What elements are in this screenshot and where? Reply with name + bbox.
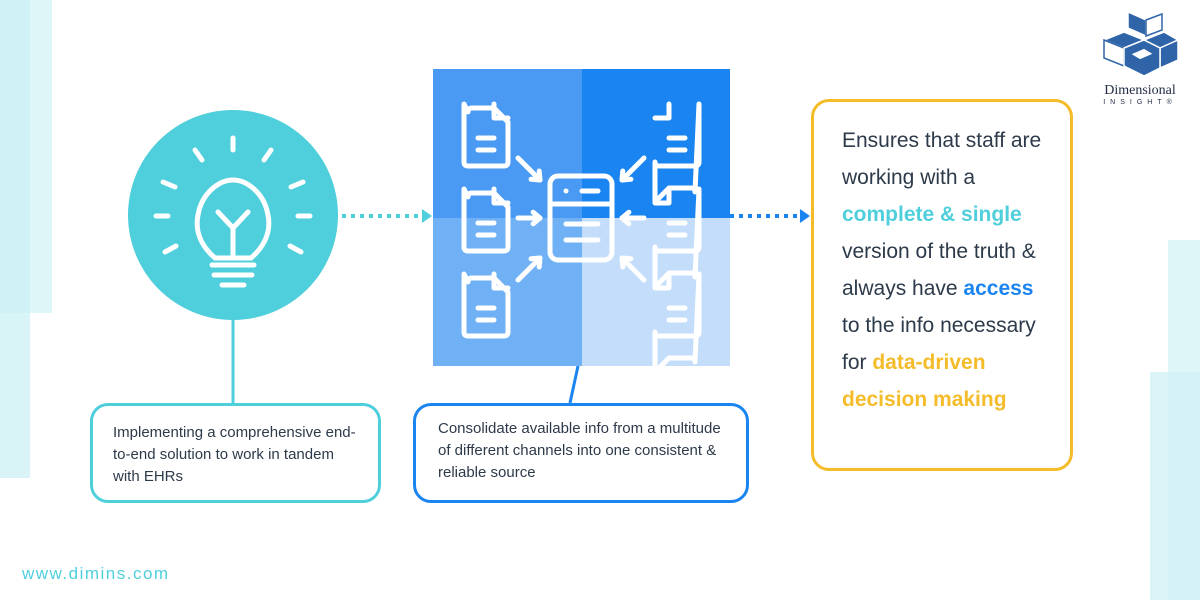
document-icon	[652, 101, 702, 205]
logo-name: Dimensional	[1104, 83, 1176, 98]
solution-caption: Implementing a comprehensive end-to-end …	[113, 424, 356, 485]
arrow-icon	[515, 255, 543, 283]
arrow-icon	[619, 255, 647, 283]
document-icon	[652, 186, 702, 290]
consolidate-caption: Consolidate available info from a multit…	[438, 420, 721, 481]
decor-strip	[1150, 372, 1200, 600]
highlight-data-driven: data-driven decision making	[842, 351, 1007, 411]
document-icon	[461, 101, 511, 169]
document-icon	[461, 271, 511, 339]
database-icon	[547, 173, 615, 263]
logo-subname: INSIGHT®	[1103, 99, 1177, 106]
arrow-icon	[515, 155, 543, 183]
arrow-head	[422, 209, 432, 223]
decor-strip	[0, 0, 30, 478]
solution-caption-box: Implementing a comprehensive end-to-end …	[90, 403, 381, 503]
highlight-access: access	[963, 277, 1034, 300]
arrow-icon	[619, 155, 647, 183]
arrow-head	[800, 209, 810, 223]
truth-text: version of the truth & always have	[842, 240, 1036, 300]
highlight-complete: complete & single	[842, 203, 1022, 226]
website-link[interactable]: www.dimins.com	[22, 564, 170, 583]
lightbulb-icon	[128, 110, 338, 320]
cubes-logo-icon	[1101, 10, 1180, 77]
data-sources-graphic	[433, 69, 730, 375]
connector-line	[568, 365, 580, 404]
document-icon	[652, 271, 702, 375]
truth-box: Ensures that staff are working with a co…	[811, 99, 1073, 471]
company-logo: Dimensional INSIGHT®	[1090, 10, 1190, 106]
truth-text: to the info necessary for	[842, 314, 1036, 374]
consolidate-caption-box: Consolidate available info from a multit…	[413, 403, 749, 503]
document-icon	[461, 186, 511, 254]
truth-text: Ensures that staff are working with a	[842, 129, 1042, 189]
